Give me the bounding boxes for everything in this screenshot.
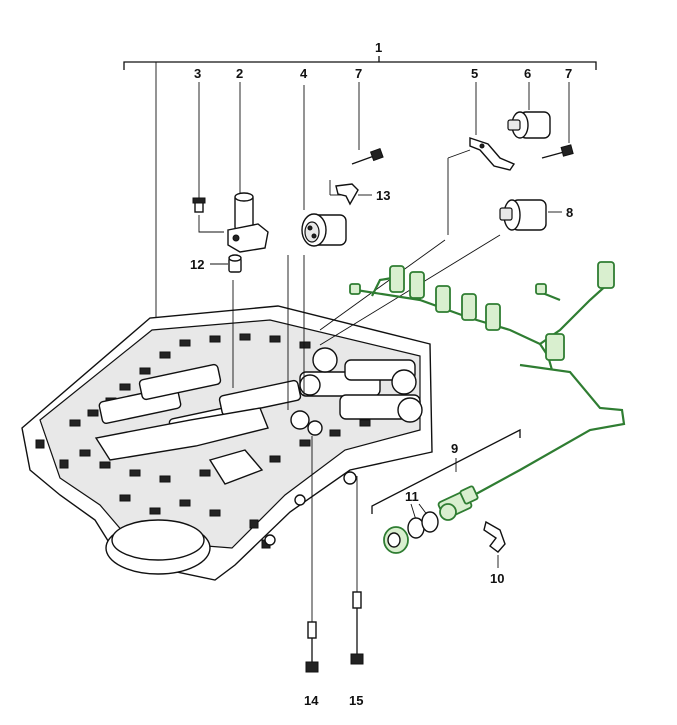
part-6-solenoid <box>507 82 551 139</box>
callout-1: 1 <box>375 40 382 55</box>
part-4-solenoid <box>301 213 347 247</box>
part-7-bolt-left <box>351 82 384 165</box>
callout-12: 12 <box>190 257 204 272</box>
callout-7-right: 7 <box>565 66 572 81</box>
callout-13: 13 <box>376 188 390 203</box>
callout-labels: 1 3 2 4 7 5 6 7 13 8 12 9 11 10 14 15 <box>190 40 573 708</box>
part-11-o-rings <box>383 503 439 554</box>
part-7-bolt-right <box>541 82 574 159</box>
callout-9: 9 <box>451 441 458 456</box>
callout-11: 11 <box>405 489 419 504</box>
callout-8: 8 <box>566 205 573 220</box>
callout-3: 3 <box>194 66 201 81</box>
part-3-bolt <box>192 82 206 213</box>
assembly-bracket <box>123 56 597 340</box>
part-10-clip <box>483 520 506 568</box>
valve-body <box>21 305 433 581</box>
part-13-clip <box>335 183 372 206</box>
part-2-solenoid <box>227 82 269 253</box>
wiring-harness <box>349 261 626 495</box>
part-9-connector-group <box>371 428 521 521</box>
callout-15: 15 <box>349 693 363 708</box>
callout-14: 14 <box>304 693 319 708</box>
callout-2: 2 <box>236 66 243 81</box>
callout-4: 4 <box>300 66 308 81</box>
callout-6: 6 <box>524 66 531 81</box>
part-5-bracket <box>469 82 516 171</box>
callout-7-left: 7 <box>355 66 362 81</box>
callout-5: 5 <box>471 66 478 81</box>
part-12-spacer <box>210 254 242 273</box>
callout-10: 10 <box>490 571 504 586</box>
valve-body-ports <box>35 333 401 549</box>
part-14-bolt <box>305 621 319 673</box>
part-15-bolt <box>350 591 364 665</box>
part-8-solenoid <box>499 199 562 231</box>
